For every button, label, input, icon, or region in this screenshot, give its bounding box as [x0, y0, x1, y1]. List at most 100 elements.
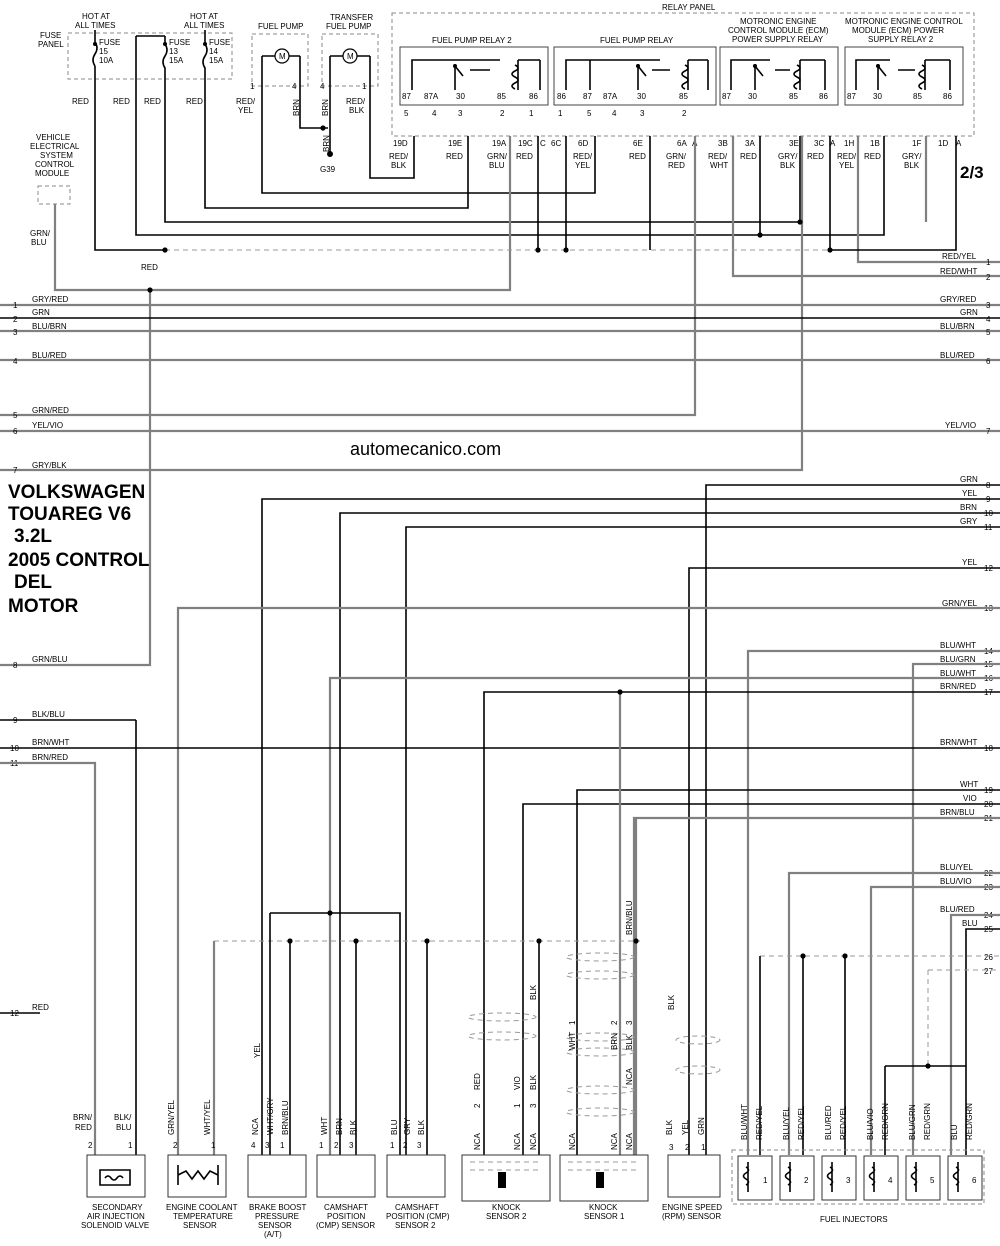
relay-label: POWER SUPPLY RELAY [732, 35, 824, 44]
component-label: SENSOR 1 [584, 1212, 625, 1221]
fuse-13-symbol [135, 35, 168, 79]
wire-label: BLK [391, 161, 407, 170]
pin-number: 2 [173, 1141, 178, 1150]
ecm-power-supply-relay [719, 46, 839, 106]
component-label: SOLENOID VALVE [81, 1221, 149, 1230]
wire-label: RED [473, 1073, 482, 1090]
component-label: ENGINE SPEED [662, 1203, 722, 1212]
right-wire-number: 27 [984, 967, 993, 976]
wire-label: WHT/GRY [266, 1097, 275, 1135]
relay-pin-labels: 87 87A 30 85 86 86 87 87A 30 85 87 30 85… [402, 92, 952, 101]
wire-label: RED [141, 263, 158, 272]
left-wire-label: GRN/RED [32, 406, 69, 415]
fuse-14-rating: 15A [209, 56, 224, 65]
component-label: PRESSURE [255, 1212, 299, 1221]
pin-number: 1 [362, 82, 367, 91]
relay-pin: 87 [402, 92, 411, 101]
pin-number: 4 [432, 109, 437, 118]
relay-pin: 30 [748, 92, 757, 101]
fuel-pump-box [251, 33, 309, 87]
left-wire-labels: 1 GRY/RED 2 GRN 3 BLU/BRN 4 BLU/RED 5 GR… [10, 295, 69, 1018]
ground-icon [327, 151, 333, 157]
fuse-14-label: FUSE [209, 38, 230, 47]
connector-label: 19D [393, 139, 408, 148]
relay-pin: 30 [456, 92, 465, 101]
wire-label: BRN [335, 1118, 344, 1135]
right-wire-label: BRN/BLU [940, 808, 975, 817]
wire-label: RED [864, 152, 881, 161]
component-secondary-air-injection-valve: BRN/ RED BLK/ BLU 2 1 SECONDARY AIR INJE… [73, 1113, 149, 1230]
lower-harness [0, 484, 1000, 1155]
injector-group-box [731, 1149, 985, 1205]
left-wire-label: BLU/RED [32, 351, 67, 360]
component-camshaft-position-sensor: WHT BRN BLK 1 2 3 CAMSHAFT POSITION (CMP… [316, 1117, 376, 1230]
left-wire-label: GRN/BLU [32, 655, 68, 664]
pin-number: 1 [250, 82, 255, 91]
injector-3 [821, 1155, 857, 1201]
connector-label: 6D [578, 139, 588, 148]
right-wire-label: GRN/YEL [942, 599, 978, 608]
transfer-pump-label-2: FUEL PUMP [326, 22, 372, 31]
wire-label: RED/GRN [923, 1103, 932, 1140]
left-wire-label: BLK/BLU [32, 710, 65, 719]
pin-number: 4 [612, 109, 617, 118]
wire-label: NCA [473, 1132, 482, 1150]
wire-label: BRN [322, 135, 331, 152]
right-wire-label: BLU/WHT [940, 641, 976, 650]
left-wire-number: 1 [13, 301, 18, 310]
hot-label-1b: ALL TIMES [75, 21, 115, 30]
component-label: SENSOR 2 [486, 1212, 527, 1221]
pin-number: 1 [513, 1103, 522, 1108]
title-line-1: VOLKSWAGEN [8, 482, 145, 503]
relay-pin: 87A [603, 92, 618, 101]
connector-label: 19E [448, 139, 462, 148]
pin-number: 1 [529, 109, 534, 118]
injector-number: 4 [888, 1176, 893, 1185]
wire-label: RED/ [346, 97, 366, 106]
relay-label: MOTRONIC ENGINE [740, 17, 816, 26]
left-wire-label: YEL/VIO [32, 421, 63, 430]
wire-label: NCA [610, 1132, 619, 1150]
right-wire-label: BLU/BRN [940, 322, 975, 331]
connector-label: 19C [518, 139, 533, 148]
pin-number: 2 [403, 1141, 408, 1150]
connector-label: 3A [745, 139, 755, 148]
right-wire-label: BLU/GRN [940, 655, 976, 664]
wire-label: BRN/BLU [281, 1100, 290, 1135]
right-wire-label: RED/WHT [940, 267, 977, 276]
wire-label: BLU [31, 238, 47, 247]
left-wire-number: 5 [13, 411, 18, 420]
wire-label: YEL [253, 1042, 262, 1058]
connector-label: 19A [492, 139, 507, 148]
right-wire-number: 7 [986, 427, 991, 436]
component-brake-boost-pressure-sensor: NCA WHT/GRY BRN/BLU 4 3 1 BRAKE BOOST PR… [247, 1097, 307, 1239]
relay-panel-box [391, 12, 975, 137]
harness-bus [0, 303, 1000, 433]
fuel-pump-relay [553, 46, 717, 106]
ground-g39-label: G39 [320, 165, 336, 174]
pin-number: 3 [458, 109, 463, 118]
wire-label: RED/ [708, 152, 728, 161]
component-label: SENSOR [258, 1221, 292, 1230]
pin-number: 3 [669, 1143, 674, 1152]
fuse-15-label: FUSE [99, 38, 120, 47]
relay-pin: 30 [637, 92, 646, 101]
left-wire-label: GRY/BLK [32, 461, 67, 470]
relay-pin: 87 [583, 92, 592, 101]
wire-label: GRN/ [30, 229, 51, 238]
pin-number: 3 [265, 1141, 270, 1150]
component-label: BRAKE BOOST [249, 1203, 306, 1212]
wire-label: RED [186, 97, 203, 106]
wire-label: RED [807, 152, 824, 161]
wire-label: RED/ [389, 152, 409, 161]
wire-label: NCA [625, 1067, 634, 1085]
connector-label: 1H [844, 139, 854, 148]
relay-label: MOTRONIC ENGINE CONTROL [845, 17, 963, 26]
left-wire-label: GRN [32, 308, 50, 317]
wire-label: GRN/ [487, 152, 508, 161]
wire-label: YEL [238, 106, 254, 115]
wire-label: RED [516, 152, 533, 161]
right-wire-label: YEL/VIO [945, 421, 976, 430]
fuse-panel: FUSE PANEL HOT AT ALL TIMES HOT AT ALL T… [38, 12, 233, 106]
wire-label: NCA [625, 1132, 634, 1150]
